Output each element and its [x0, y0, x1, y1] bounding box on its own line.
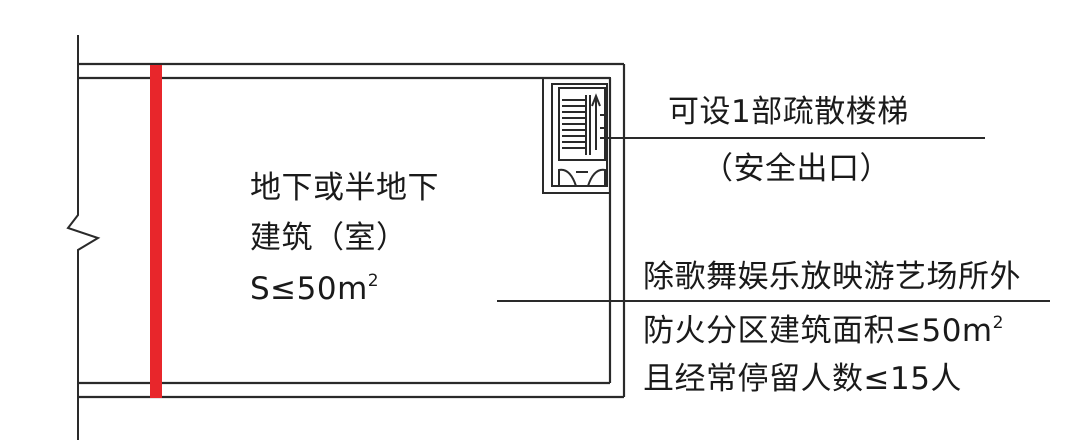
fire-separation-highlight	[150, 65, 162, 398]
condition-line1: 除歌舞娱乐放映游艺场所外	[643, 259, 1021, 295]
room-area-label: S≤50m2	[250, 270, 380, 307]
stair-label: 可设1部疏散楼梯	[668, 94, 909, 130]
room-area-superscript: 2	[367, 271, 380, 291]
room-area-text: S≤50m	[250, 270, 368, 307]
room-title-line1: 地下或半地下	[250, 170, 439, 206]
break-line	[66, 35, 101, 440]
condition-line2-text: 防火分区建筑面积≤50m	[643, 312, 993, 349]
stair-sublabel: （安全出口）	[702, 151, 891, 187]
condition-line2: 防火分区建筑面积≤50m2	[643, 312, 1004, 349]
room-title-line2: 建筑（室）	[250, 220, 408, 256]
condition-line3: 且经常停留人数≤15人	[643, 361, 962, 397]
room-walls	[78, 62, 626, 399]
leader-lines	[497, 137, 1050, 302]
condition-line2-superscript: 2	[992, 313, 1004, 333]
stair-icon	[542, 77, 611, 194]
